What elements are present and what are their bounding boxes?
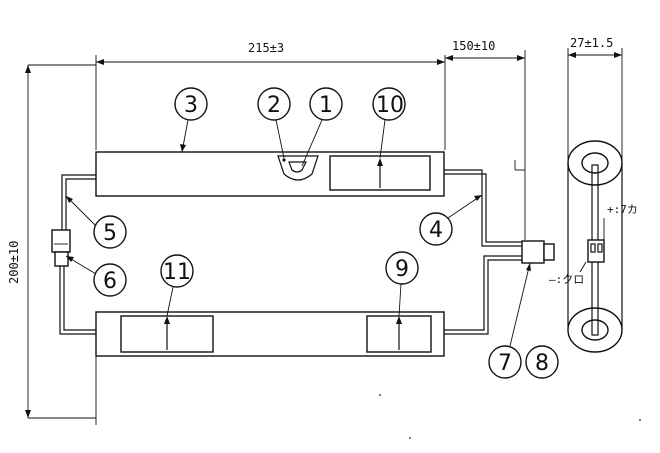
callout-10-label: 10 [376, 93, 404, 118]
dimension-lead-label: 150±10 [452, 39, 495, 53]
callout-8-label: 8 [535, 351, 549, 376]
callout-2-label: 2 [267, 93, 281, 118]
callout-4-label: 4 [429, 218, 443, 243]
callout-4: 4 [419, 194, 483, 246]
top-module [95, 151, 445, 197]
connector [514, 160, 555, 264]
callout-7-label: 7 [498, 351, 512, 376]
callout-3-label: 3 [184, 93, 198, 118]
callout-1: 1 [301, 87, 343, 167]
dimension-battery-label: 27±1.5 [570, 36, 613, 50]
dimension-top-label: 215±3 [248, 41, 284, 55]
connector-plus-label: +:7カ [607, 203, 638, 216]
connector-minus-label: —:クロ [549, 273, 584, 286]
dimension-left: 200±10 [7, 64, 97, 425]
callout-9: 9 [385, 251, 419, 317]
dimension-left-label: 200±10 [7, 241, 21, 284]
callout-8: 8 [525, 345, 559, 379]
callout-11-label: 11 [163, 260, 191, 285]
callout-3: 3 [174, 87, 208, 153]
dimension-top: 215±3 [95, 41, 446, 150]
right-wire-top [444, 169, 522, 247]
right-wire-bottom [444, 255, 522, 335]
dimension-lead: 150±10 [445, 39, 526, 240]
callout-10: 10 [372, 87, 406, 159]
callout-1-label: 1 [319, 93, 333, 118]
callout-7: 7 [488, 262, 531, 379]
callout-9-label: 9 [395, 257, 409, 282]
callout-11: 11 [160, 254, 194, 317]
callout-6-label: 6 [103, 269, 117, 294]
callout-5-label: 5 [103, 221, 117, 246]
dimension-battery: 27±1.5 [567, 36, 623, 160]
battery-cells: +:7カ —:クロ [549, 140, 638, 353]
callout-5: 5 [65, 195, 127, 249]
bottom-module [95, 311, 445, 357]
left-wire [51, 174, 96, 335]
callout-2: 2 [257, 87, 291, 159]
callout-6: 6 [65, 255, 127, 297]
